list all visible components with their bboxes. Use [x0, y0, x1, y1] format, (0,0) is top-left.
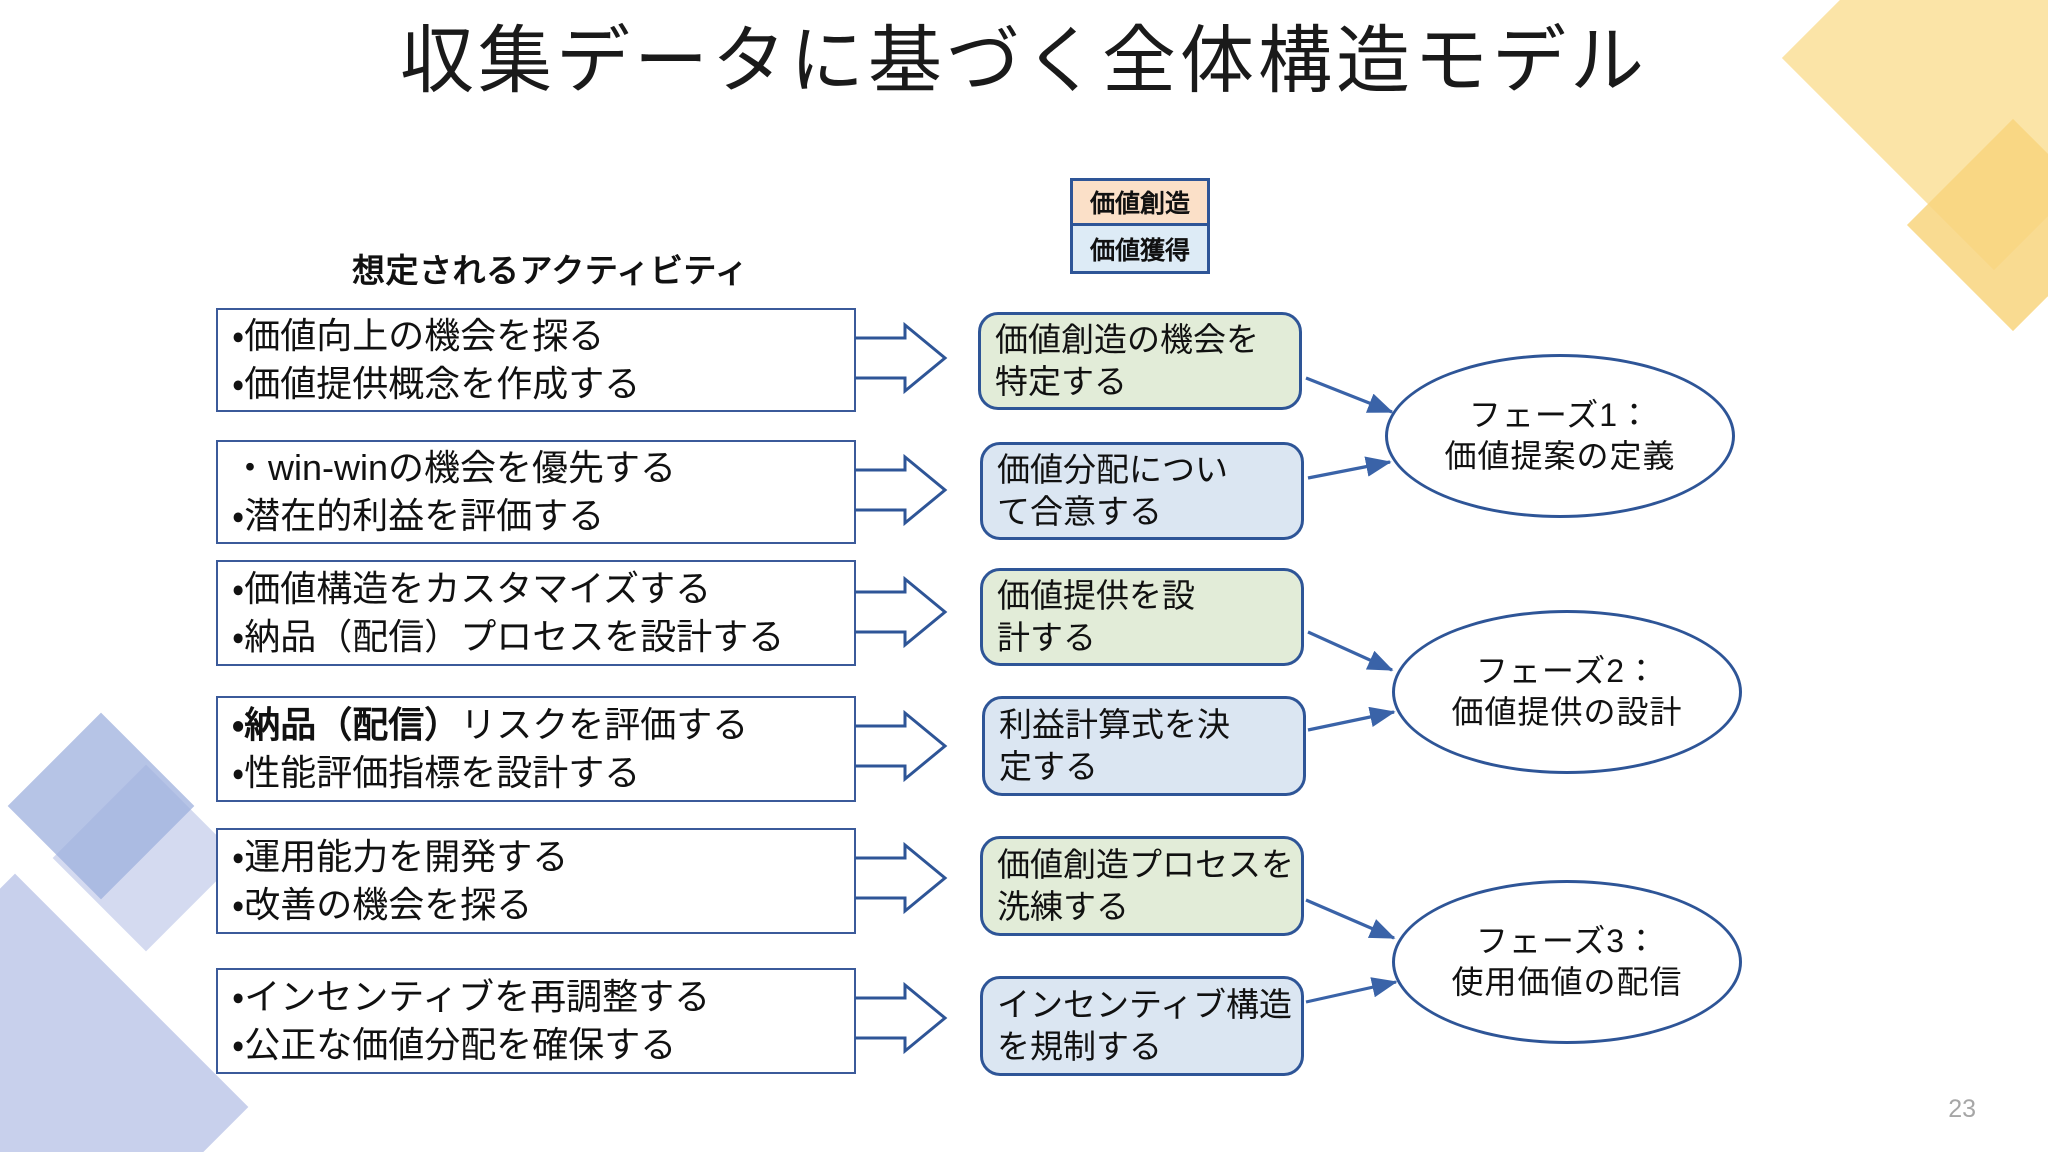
activity-line-mixed: ・納品（配信）リスクを評価する [232, 701, 854, 749]
phase-line: フェーズ3： [1475, 923, 1659, 960]
outcome-box-3: 価値提供を設 計する [980, 568, 1304, 666]
outcome-box-6: インセンティブ構造 を規制する [980, 976, 1304, 1076]
block-arrow-group [855, 321, 948, 1055]
legend: 価値創造 価値獲得 [1070, 178, 1210, 274]
decoration-diamond-bottom-left-dark [7, 712, 195, 900]
activity-box-1: ・価値向上の機会を探る ・価値提供概念を作成する [216, 308, 856, 412]
phase-connector-group [1305, 376, 1398, 1004]
activity-box-6: ・インセンティブを再調整する ・公正な価値分配を確保する [216, 968, 856, 1074]
activity-box-5: ・運用能力を開発する ・改善の機会を探る [216, 828, 856, 934]
connector-outcome4-to-phase2 [1307, 706, 1396, 732]
outcome-line: 特定する [995, 363, 1127, 400]
outcome-line: 価値創造プロセスを [997, 845, 1294, 883]
block-arrow-3 [855, 575, 948, 649]
activities-column-heading: 想定されるアクティビティ [352, 252, 749, 289]
connector-outcome6-to-phase3 [1305, 977, 1398, 1004]
activity-line: ・納品（配信）プロセスを設計する [232, 616, 785, 657]
activity-line: ・改善の機会を探る [232, 884, 533, 925]
activity-line: ・公正な価値分配を確保する [232, 1024, 677, 1065]
outcome-line: 価値提供を設 [997, 576, 1195, 614]
phase-line: 価値提案の定義 [1444, 438, 1676, 474]
activity-box-2: ・win-winの機会を優先する ・潜在的利益を評価する [216, 440, 856, 544]
block-arrow-4 [855, 709, 948, 783]
activity-line-bold-part: ・納品（配信） [232, 704, 461, 746]
outcome-line: 価値分配につい [997, 450, 1228, 488]
outcome-line: 計する [997, 619, 1096, 656]
outcome-box-2: 価値分配につい て合意する [980, 442, 1304, 540]
phase-ellipse-2: フェーズ2： 価値提供の設計 [1392, 610, 1742, 774]
phase-line: 使用価値の配信 [1451, 964, 1683, 1000]
connector-outcome5-to-phase3 [1305, 898, 1396, 940]
activity-line: ・運用能力を開発する [232, 836, 569, 878]
slide-title: 収集データに基づく全体構造モデル [400, 19, 1648, 102]
activity-line: ・潜在的利益を評価する [232, 495, 605, 536]
block-arrow-5 [855, 841, 948, 915]
phase-ellipse-3: フェーズ3： 使用価値の配信 [1392, 880, 1742, 1044]
outcome-line: を規制する [997, 1028, 1162, 1065]
phase-ellipse-1: フェーズ1： 価値提案の定義 [1385, 354, 1735, 518]
outcome-box-4: 利益計算式を決 定する [982, 696, 1306, 796]
block-arrow-6 [855, 981, 948, 1055]
outcome-box-1: 価値創造の機会を 特定する [978, 312, 1302, 410]
outcome-line: 価値創造の機会を [995, 320, 1259, 358]
phase-line: フェーズ1： [1468, 397, 1652, 434]
connector-outcome1-to-phase1 [1305, 376, 1394, 414]
legend-item-value-capture: 価値獲得 [1070, 226, 1210, 274]
decoration-diamond-bottom-left-light [52, 764, 240, 952]
connector-outcome3-to-phase2 [1307, 630, 1394, 672]
phase-line: 価値提供の設計 [1451, 694, 1683, 730]
outcome-line: インセンティブ構造 [997, 985, 1293, 1023]
outcome-line: 定する [999, 748, 1098, 785]
outcome-line: 利益計算式を決 [999, 705, 1230, 743]
activity-line: ・win-winの機会を優先する [232, 447, 677, 489]
activity-box-3: ・価値構造をカスタマイズする ・納品（配信）プロセスを設計する [216, 560, 856, 666]
activity-line-rest-part: リスクを評価する [460, 704, 749, 746]
page-number: 23 [1948, 1095, 1976, 1123]
outcome-line: 洗練する [997, 888, 1129, 925]
activity-line: ・価値提供概念を作成する [232, 363, 641, 404]
activity-line: ・性能評価指標を設計する [232, 752, 641, 793]
phase-line: フェーズ2： [1475, 653, 1659, 690]
decoration-triangle-top-right-small [1906, 118, 2048, 332]
activity-box-4: ・納品（配信）リスクを評価する ・性能評価指標を設計する [216, 696, 856, 802]
block-arrow-1 [855, 321, 948, 395]
outcome-line: て合意する [997, 493, 1162, 530]
decoration-diamond-bottom-left-large [0, 873, 249, 1152]
block-arrow-2 [855, 453, 948, 527]
connector-outcome2-to-phase1 [1307, 456, 1392, 480]
activity-line: ・価値向上の機会を探る [232, 315, 605, 357]
legend-item-value-creation: 価値創造 [1070, 178, 1210, 226]
activity-line: ・価値構造をカスタマイズする [232, 568, 712, 610]
outcome-box-5: 価値創造プロセスを 洗練する [980, 836, 1304, 936]
activity-line: ・インセンティブを再調整する [232, 976, 711, 1018]
